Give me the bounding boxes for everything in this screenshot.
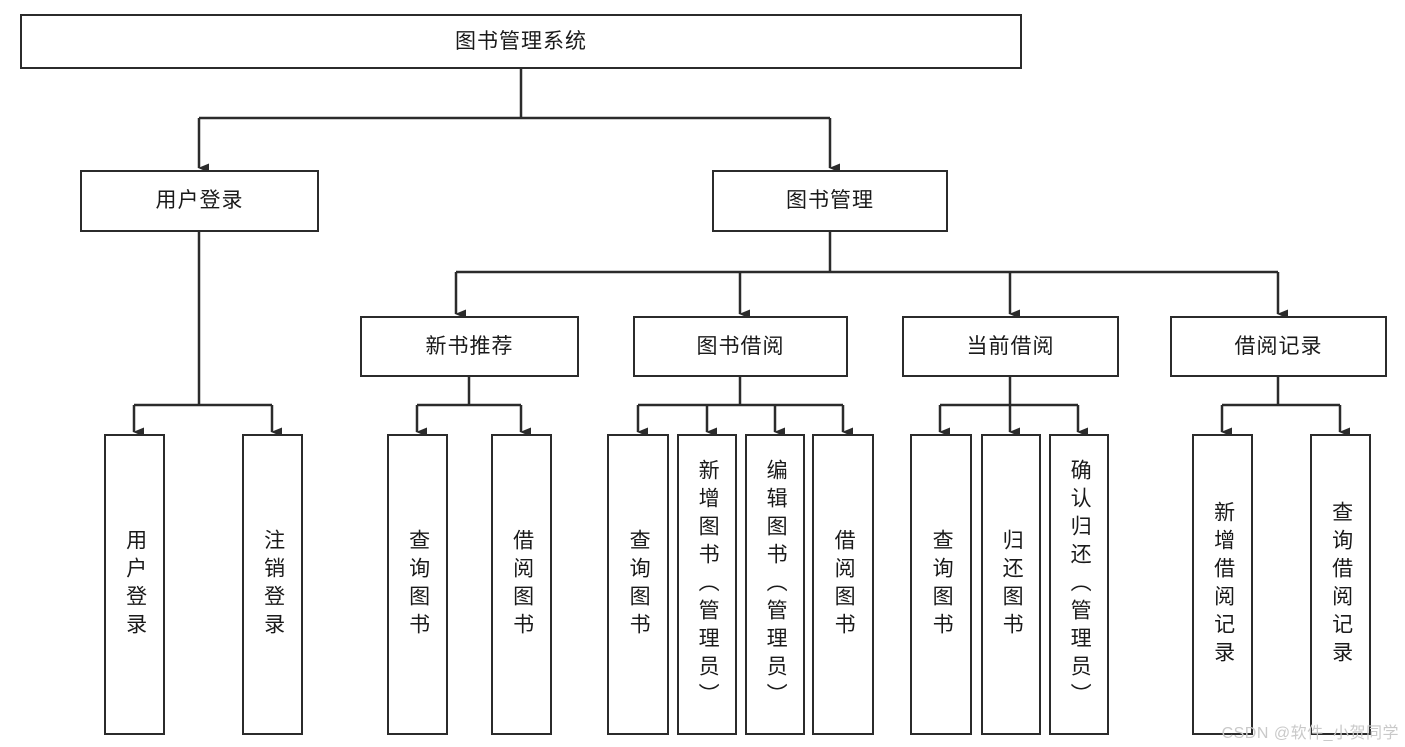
leaf-logout-login-label: 注销登录 xyxy=(261,528,285,641)
leaf-query-book-3-label: 查询图书 xyxy=(930,528,954,641)
leaf-query-book-3[interactable]: 查询图书 xyxy=(910,434,972,735)
node-borrow-record-label: 借阅记录 xyxy=(1234,334,1323,358)
leaf-query-borrow-record-label: 查询借阅记录 xyxy=(1329,500,1353,669)
node-root-label: 图书管理系统 xyxy=(455,29,587,53)
leaf-query-book-1[interactable]: 查询图书 xyxy=(387,434,448,735)
node-user-login-label: 用户登录 xyxy=(155,189,244,213)
leaf-add-book-admin-label: 新增图书（管理员） xyxy=(696,458,720,711)
node-borrow-record[interactable]: 借阅记录 xyxy=(1170,316,1387,377)
leaf-add-book-admin[interactable]: 新增图书（管理员） xyxy=(677,434,737,735)
node-current-borrow-label: 当前借阅 xyxy=(966,334,1055,358)
leaf-query-book-2-label: 查询图书 xyxy=(627,528,651,641)
leaf-user-login-label: 用户登录 xyxy=(123,528,147,641)
leaf-add-borrow-record-label: 新增借阅记录 xyxy=(1211,500,1235,669)
leaf-edit-book-admin[interactable]: 编辑图书（管理员） xyxy=(745,434,805,735)
node-new-book-recommend[interactable]: 新书推荐 xyxy=(360,316,579,377)
leaf-logout-login[interactable]: 注销登录 xyxy=(242,434,303,735)
node-root[interactable]: 图书管理系统 xyxy=(20,14,1022,69)
leaf-return-book[interactable]: 归还图书 xyxy=(981,434,1041,735)
node-book-manage-label: 图书管理 xyxy=(786,189,874,213)
leaf-confirm-return-admin[interactable]: 确认归还（管理员） xyxy=(1049,434,1109,735)
leaf-add-borrow-record[interactable]: 新增借阅记录 xyxy=(1192,434,1253,735)
leaf-borrow-book-1[interactable]: 借阅图书 xyxy=(491,434,552,735)
leaf-borrow-book-2[interactable]: 借阅图书 xyxy=(812,434,874,735)
leaf-query-borrow-record[interactable]: 查询借阅记录 xyxy=(1310,434,1371,735)
node-user-login[interactable]: 用户登录 xyxy=(80,170,319,232)
node-current-borrow[interactable]: 当前借阅 xyxy=(902,316,1119,377)
leaf-user-login[interactable]: 用户登录 xyxy=(104,434,165,735)
node-book-borrow[interactable]: 图书借阅 xyxy=(633,316,848,377)
leaf-borrow-book-2-label: 借阅图书 xyxy=(832,528,856,641)
leaf-return-book-label: 归还图书 xyxy=(1000,528,1024,641)
leaf-borrow-book-1-label: 借阅图书 xyxy=(510,528,534,641)
leaf-query-book-2[interactable]: 查询图书 xyxy=(607,434,669,735)
leaf-query-book-1-label: 查询图书 xyxy=(406,528,430,641)
leaf-confirm-return-admin-label: 确认归还（管理员） xyxy=(1068,458,1092,711)
node-book-borrow-label: 图书借阅 xyxy=(696,334,785,358)
node-book-manage[interactable]: 图书管理 xyxy=(712,170,948,232)
csdn-watermark: CSDN @软件_小贺同学 xyxy=(1221,725,1399,742)
node-new-book-recommend-label: 新书推荐 xyxy=(425,334,514,358)
leaf-edit-book-admin-label: 编辑图书（管理员） xyxy=(764,458,788,711)
